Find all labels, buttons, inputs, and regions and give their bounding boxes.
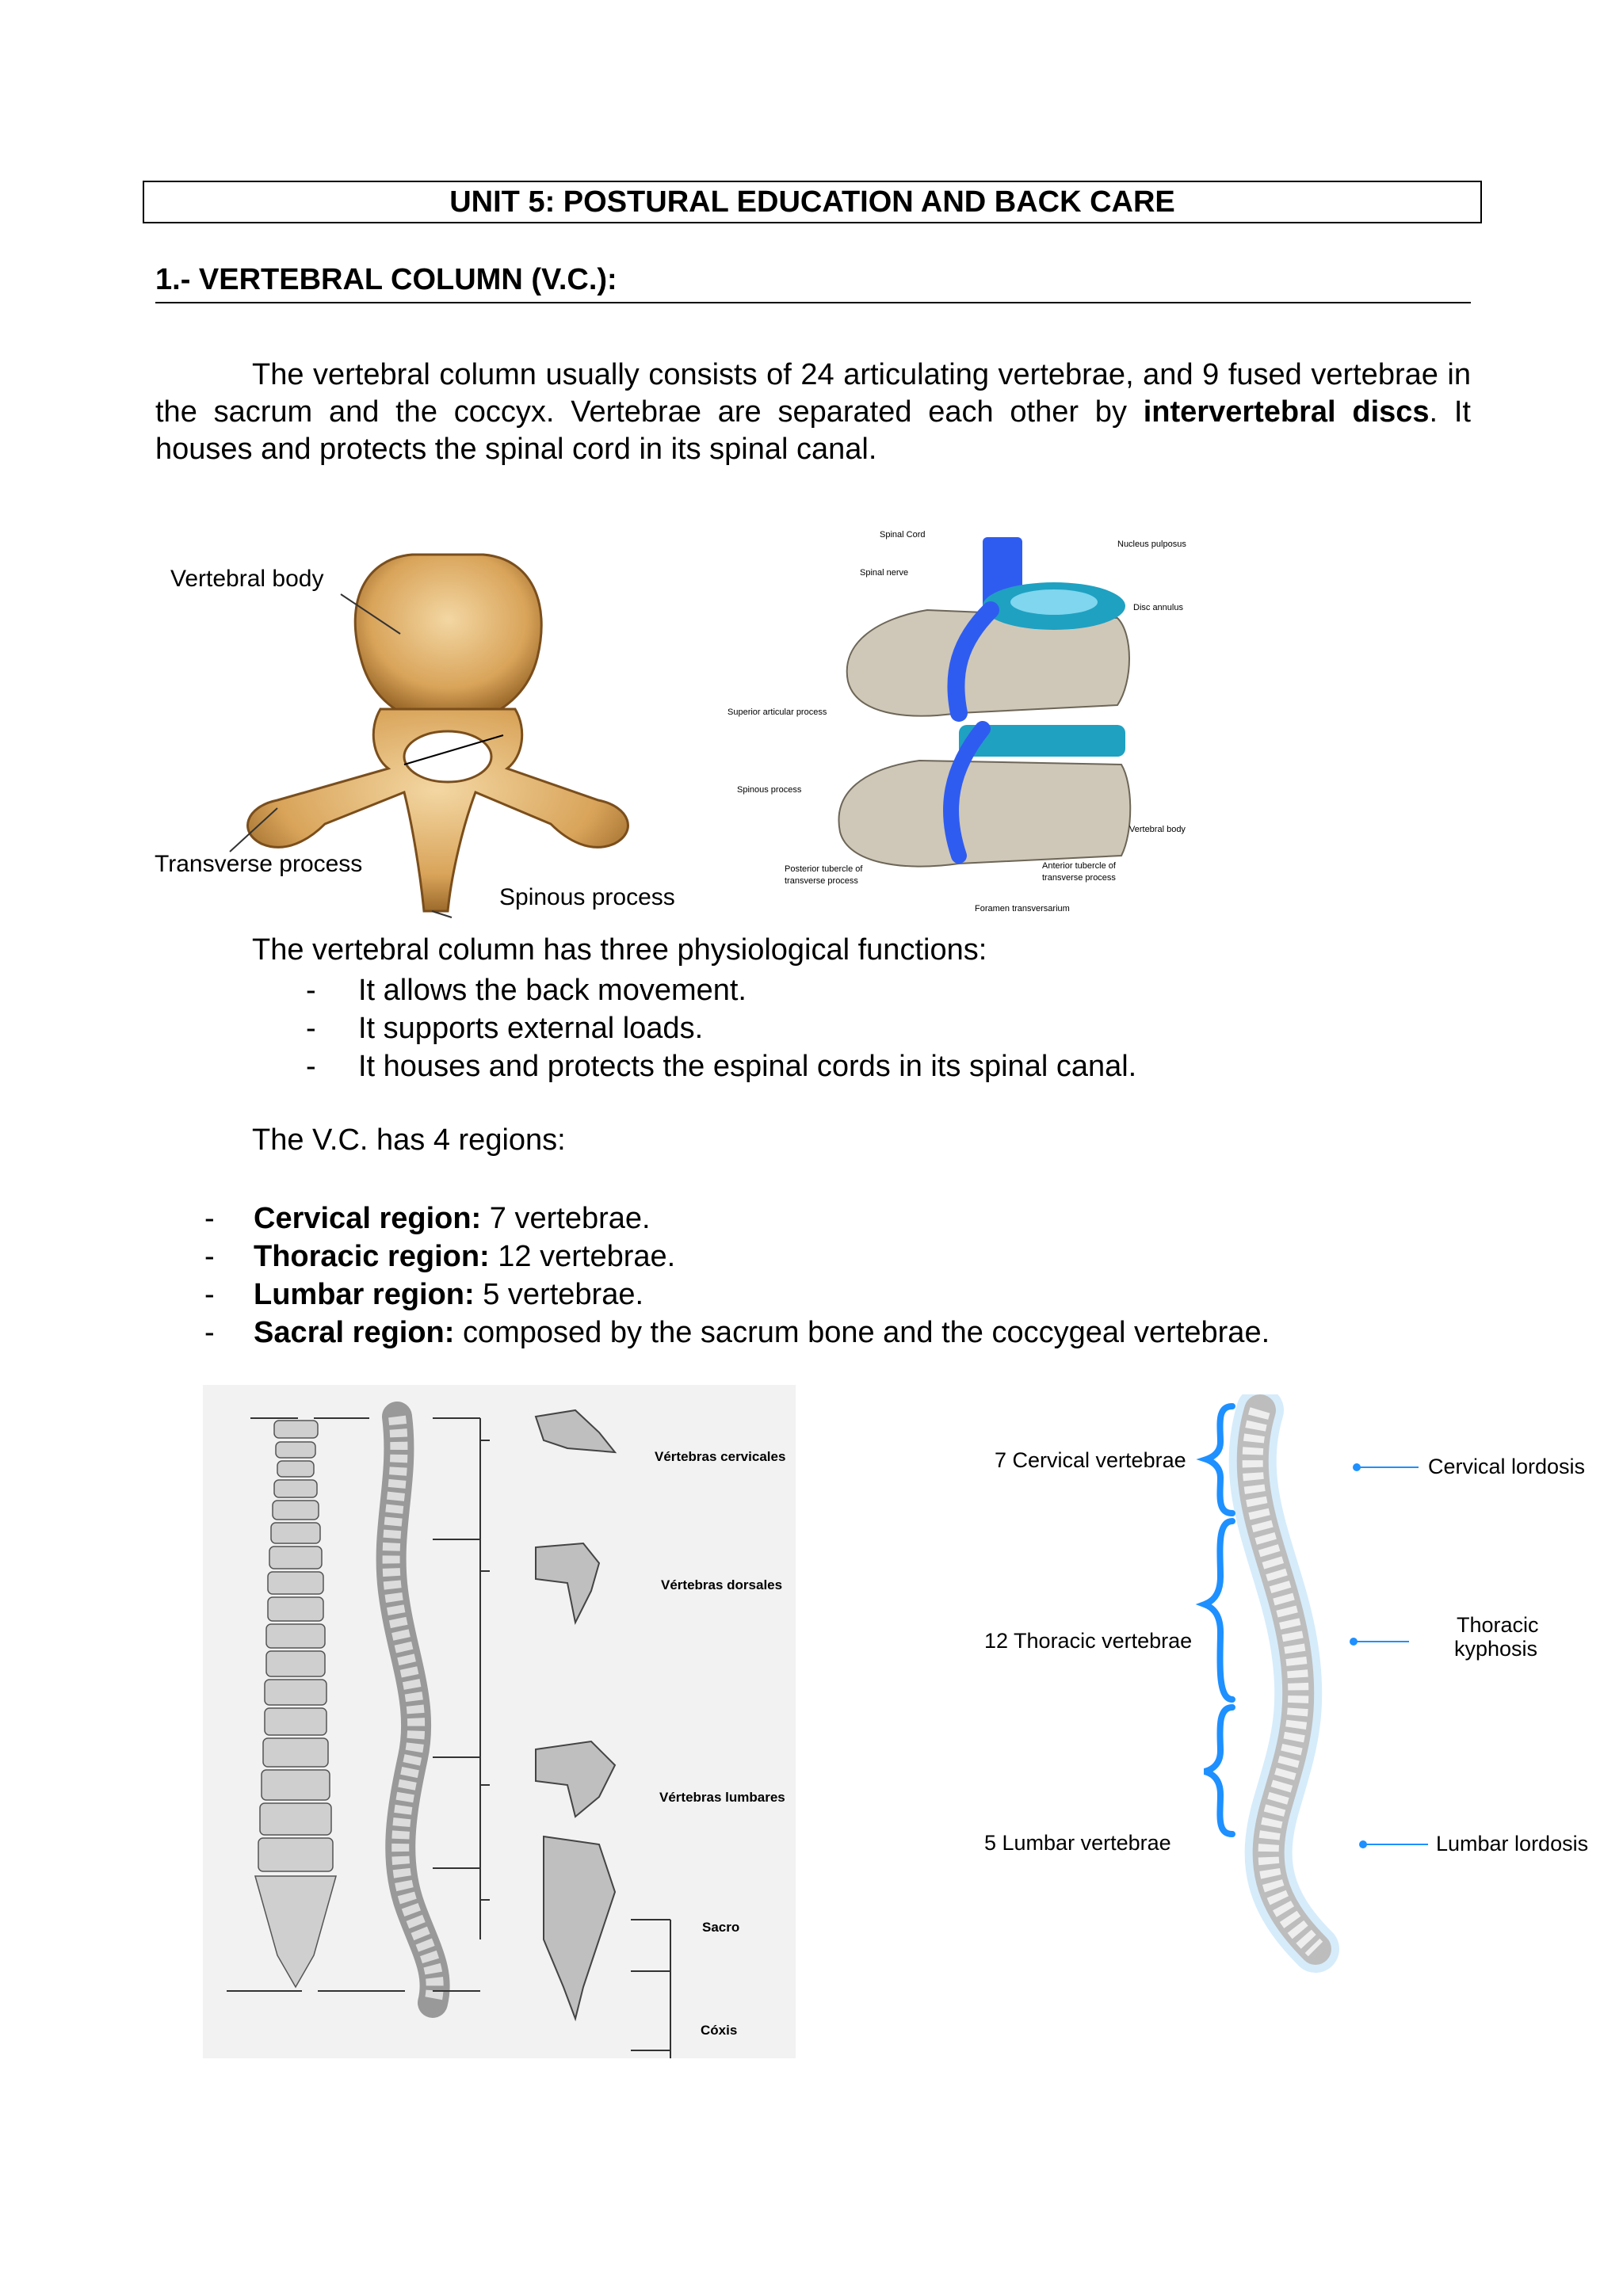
label-coxis: Cóxis [701, 2023, 737, 2038]
region-name: Cervical region: [254, 1202, 482, 1235]
spinal-nerve-lower [943, 721, 991, 864]
region-text: 12 vertebrae. [489, 1240, 676, 1273]
function-item: It allows the back movement. [306, 971, 1136, 1009]
label-posterior-tubercle-1: Posterior tubercle of [785, 864, 863, 874]
label-superior-articular: Superior articular process [727, 707, 827, 717]
region-item: Lumbar region: 5 vertebrae. [204, 1276, 1270, 1314]
region-item: Sacral region: composed by the sacrum bo… [204, 1314, 1270, 1352]
label-cervical-vertebrae: 7 Cervical vertebrae [995, 1448, 1186, 1472]
label-spinal-cord: Spinal Cord [880, 530, 925, 540]
region-text: composed by the sacrum bone and the cocc… [454, 1316, 1270, 1349]
label-anterior-tubercle-2: transverse process [1042, 873, 1116, 883]
lumbar-vertebra-detail [535, 1740, 617, 1818]
vertebrae-disc-figure: Spinal Cord Nucleus pulposus Spinal nerv… [727, 530, 1186, 913]
vertebral-arch-shape [246, 707, 629, 913]
leader-spinous [431, 910, 453, 918]
intro-text-part2: . It houses and protects the spinal cord… [155, 395, 1471, 466]
region-braces [1195, 1403, 1235, 1837]
lumbar-dot [1359, 1840, 1367, 1848]
label-lumbar-vertebrae: 5 Lumbar vertebrae [984, 1831, 1171, 1855]
label-vertebras-lumbares: Vértebras lumbares [659, 1790, 785, 1805]
region-text: 7 vertebrae. [481, 1202, 651, 1235]
intro-bold-term: intervertebral discs [1143, 395, 1430, 429]
annotation-line [403, 734, 504, 765]
label-cervical-lordosis: Cervical lordosis [1428, 1455, 1585, 1478]
unit-title: UNIT 5: POSTURAL EDUCATION AND BACK CARE [143, 181, 1482, 223]
region-name: Lumbar region: [254, 1278, 475, 1311]
thoracic-dot [1350, 1638, 1358, 1646]
region-brackets [227, 1417, 671, 2058]
label-thoracic-vertebrae: 12 Thoracic vertebrae [984, 1629, 1192, 1653]
label-sacro: Sacro [702, 1920, 739, 1935]
label-vertebras-dorsales: Vértebras dorsales [661, 1577, 782, 1592]
spine-regions-figure: Vértebras cervicales Vértebras dorsales … [203, 1385, 796, 2058]
cervical-vertebra-detail [534, 1409, 617, 1454]
label-spinous-process-2: Spinous process [737, 785, 802, 795]
sacrum-detail [543, 1835, 617, 2022]
function-item: It houses and protects the espinal cords… [306, 1047, 1136, 1085]
label-spinal-nerve: Spinal nerve [860, 568, 908, 578]
label-spinous-process: Spinous process [499, 884, 675, 910]
label-vertebral-body: Vertebral body [170, 566, 323, 592]
functions-lead: The vertebral column has three physiolog… [252, 933, 987, 967]
spinal-nerve-upper [947, 601, 999, 722]
section-heading: 1.- VERTEBRAL COLUMN (V.C.): [155, 263, 1471, 303]
label-foramen: Foramen transversarium [975, 904, 1070, 913]
vertebra-top-view-figure: Vertebral body Transverse process Spinou… [155, 553, 675, 918]
spine-regions-drawing: Vértebras cervicales Vértebras dorsales … [227, 1402, 785, 2058]
vertebral-body-shape [353, 553, 543, 719]
label-disc-annulus: Disc annulus [1133, 603, 1183, 612]
region-name: Sacral region: [254, 1316, 455, 1349]
intro-paragraph: The vertebral column usually consists of… [155, 357, 1471, 468]
nucleus-pulposus-shape [1010, 589, 1098, 615]
label-lumbar-lordosis: Lumbar lordosis [1436, 1832, 1588, 1855]
middle-disc-shape [959, 725, 1125, 757]
label-thoracic-1: Thoracic [1457, 1613, 1539, 1637]
label-vertebras-cervicales: Vértebras cervicales [655, 1449, 785, 1464]
side-spine-segments [382, 1415, 444, 2005]
leader-transverse [229, 807, 278, 852]
unit-title-text: UNIT 5: POSTURAL EDUCATION AND BACK CARE [449, 185, 1175, 219]
spine-segments [1242, 1407, 1323, 1957]
region-text: 5 vertebrae. [474, 1278, 644, 1311]
label-nucleus-pulposus: Nucleus pulposus [1117, 540, 1186, 549]
lower-vertebra-shape [838, 759, 1132, 868]
cervical-dot [1353, 1463, 1361, 1471]
label-kyphosis: kyphosis [1454, 1637, 1537, 1661]
regions-list: Cervical region: 7 vertebrae. Thoracic r… [204, 1199, 1270, 1352]
thoracic-vertebra-detail [535, 1542, 601, 1626]
upper-vertebra-shape [846, 608, 1130, 717]
function-item: It supports external loads. [306, 1009, 1136, 1047]
leader-body [340, 593, 401, 635]
regions-lead: The V.C. has 4 regions: [252, 1123, 566, 1157]
spinal-canal [403, 730, 493, 784]
label-posterior-tubercle-2: transverse process [785, 876, 858, 886]
curvature-leaders [1354, 1466, 1428, 1845]
region-name: Thoracic region: [254, 1240, 490, 1273]
intro-text-part1: The vertebral column usually consists of… [155, 358, 1471, 429]
functions-list: It allows the back movement. It supports… [306, 971, 1136, 1085]
label-vertebral-body-2: Vertebral body [1129, 825, 1186, 834]
region-item: Thoracic region: 12 vertebrae. [204, 1238, 1270, 1276]
label-transverse-process: Transverse process [155, 851, 362, 877]
front-spine [254, 1420, 337, 1989]
label-anterior-tubercle-1: Anterior tubercle of [1042, 861, 1117, 871]
region-item: Cervical region: 7 vertebrae. [204, 1199, 1270, 1238]
spine-curvatures-figure: 7 Cervical vertebrae 12 Thoracic vertebr… [984, 1394, 1588, 1973]
